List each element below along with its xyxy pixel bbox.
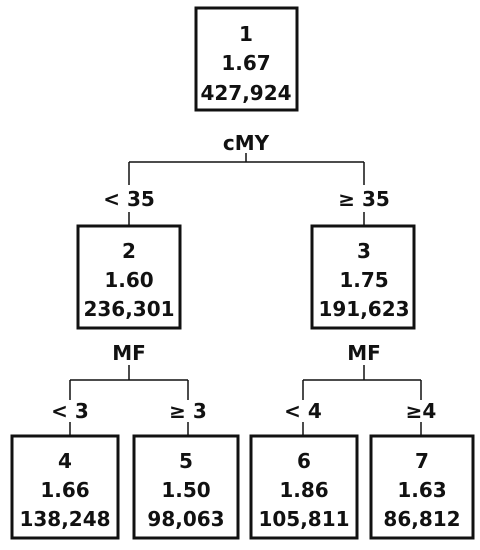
split-variable-node2: MF — [112, 341, 146, 365]
tree-node-2: 2 1.60 236,301 — [76, 224, 182, 330]
node-mean: 1.50 — [161, 478, 210, 502]
split-label-bg — [218, 131, 274, 153]
node-box — [76, 224, 182, 330]
node-count: 98,063 — [147, 507, 224, 531]
split-label-bg — [104, 341, 154, 365]
node-box — [132, 434, 240, 540]
node-mean: 1.60 — [104, 268, 153, 292]
node-id: 3 — [357, 239, 371, 263]
node-count: 138,248 — [19, 507, 110, 531]
tree-node-6: 6 1.86 105,811 — [249, 434, 359, 540]
node-id: 5 — [179, 449, 193, 473]
tree-node-4: 4 1.66 138,248 — [10, 434, 120, 540]
split-condition-node3-left: < 4 — [284, 399, 322, 423]
tree-node-1: 1 1.67 427,924 — [194, 6, 299, 112]
node-box — [369, 434, 475, 540]
node-id: 4 — [58, 449, 72, 473]
split-labels: cMY < 35 ≥ 35 MF MF < 3 ≥ 3 < 4 ≥4 — [51, 131, 436, 423]
node-count: 105,811 — [258, 507, 349, 531]
node-id: 2 — [122, 239, 136, 263]
node-mean: 1.66 — [40, 478, 89, 502]
node-mean: 1.67 — [221, 51, 270, 75]
node-mean: 1.63 — [397, 478, 446, 502]
tree-node-7: 7 1.63 86,812 — [369, 434, 475, 540]
node-box — [194, 6, 299, 112]
tree-node-3: 3 1.75 191,623 — [310, 224, 416, 330]
node-box — [310, 224, 416, 330]
node-box — [10, 434, 120, 540]
split-variable-node3: MF — [347, 341, 381, 365]
node-box — [249, 434, 359, 540]
split-condition-root-right: ≥ 35 — [338, 187, 390, 211]
node-id: 6 — [297, 449, 311, 473]
split-condition-node2-right: ≥ 3 — [169, 399, 207, 423]
split-condition-node3-right: ≥4 — [406, 399, 437, 423]
split-condition-node2-left: < 3 — [51, 399, 89, 423]
tree-node-5: 5 1.50 98,063 — [132, 434, 240, 540]
split-label-bg — [339, 341, 389, 365]
node-id: 7 — [415, 449, 429, 473]
split-condition-root-left: < 35 — [103, 187, 155, 211]
node-count: 427,924 — [200, 81, 291, 105]
node-mean: 1.86 — [279, 478, 328, 502]
node-mean: 1.75 — [339, 268, 388, 292]
split-variable-root: cMY — [223, 131, 270, 155]
node-count: 191,623 — [318, 297, 409, 321]
connectors — [69, 150, 422, 436]
node-count: 236,301 — [83, 297, 174, 321]
node-count: 86,812 — [383, 507, 460, 531]
node-id: 1 — [239, 22, 253, 46]
